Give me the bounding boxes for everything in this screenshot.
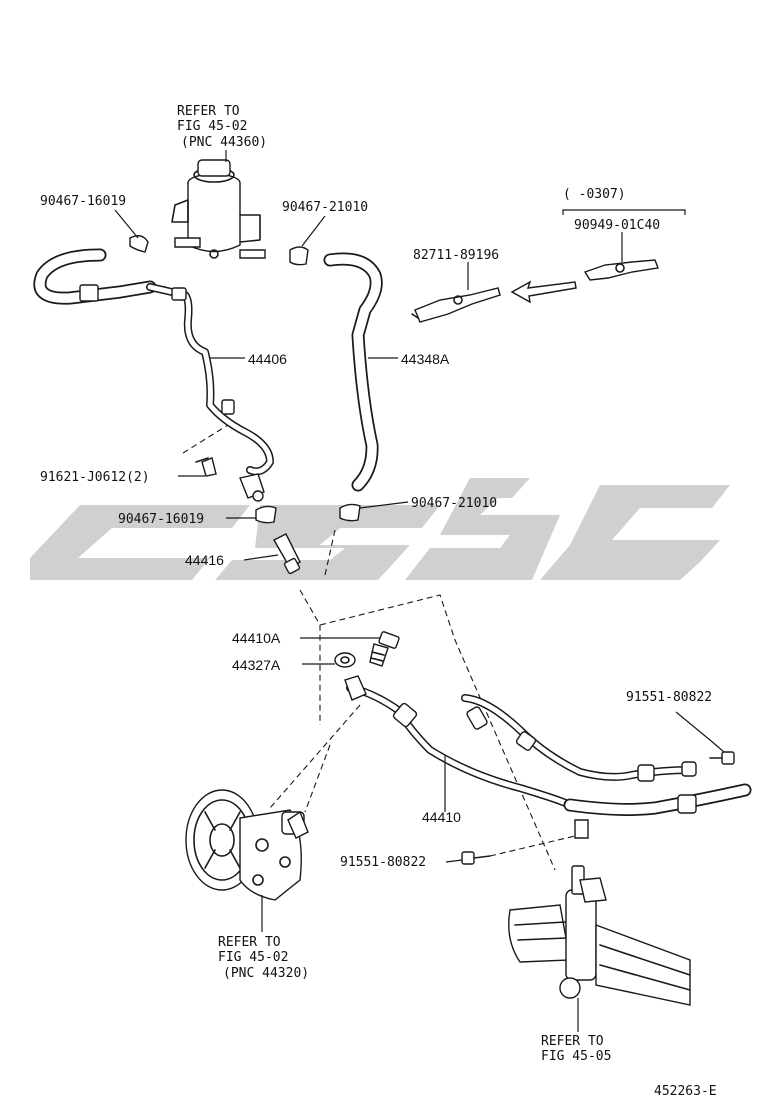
- watermark-logo: [30, 478, 730, 580]
- return-hose: [33, 248, 157, 305]
- steering-gear: [508, 865, 691, 1006]
- part-number-label: 91621-J0612(2): [40, 470, 150, 485]
- bolt-icon: [709, 751, 735, 765]
- clamp-icon: [129, 235, 149, 253]
- refer-gear-line2: FIG 45-05: [541, 1049, 611, 1064]
- refer-reservoir-line3: (PNC 44360): [181, 135, 267, 150]
- part-range-label: ( -0307): [563, 187, 626, 202]
- bolt-icon: [461, 851, 491, 865]
- direction-arrow-icon: [510, 280, 577, 304]
- figure-id: 452263-E: [654, 1084, 717, 1099]
- clamp-icon: [339, 503, 361, 522]
- refer-gear-line1: REFER TO: [541, 1034, 604, 1049]
- part-number-label: 44327A: [232, 657, 281, 673]
- bracket-clip-icon: [411, 287, 501, 323]
- part-number-label: 90949-01C40: [574, 218, 660, 233]
- part-number-label: 90467-21010: [411, 496, 497, 511]
- part-number-label: 44406: [248, 351, 287, 367]
- refer-pump-line3: (PNC 44320): [223, 966, 309, 981]
- union-bolt: [369, 631, 400, 667]
- part-number-label: 90467-16019: [118, 512, 204, 527]
- part-number-label: 82711-89196: [413, 248, 499, 263]
- part-number-label: 44348A: [401, 351, 450, 367]
- refer-pump-line1: REFER TO: [218, 935, 281, 950]
- refer-reservoir-line1: REFER TO: [177, 104, 240, 119]
- part-number-label: 44410: [422, 809, 461, 825]
- gasket-icon: [334, 652, 356, 668]
- part-number-label: 90467-16019: [40, 194, 126, 209]
- pressure-hose-44410: [344, 675, 752, 839]
- clamp-icon: [255, 505, 277, 524]
- bolt-icon: [195, 457, 217, 477]
- suction-hose-44348A: [323, 252, 383, 492]
- reservoir: [171, 159, 266, 259]
- power-steering-pump: [185, 789, 309, 901]
- part-number-label: 44416: [185, 552, 224, 568]
- part-number-label: 90467-21010: [282, 200, 368, 215]
- refer-pump-line2: FIG 45-02: [218, 950, 288, 965]
- bracket-clip-icon: [583, 259, 659, 281]
- union-fitting: [273, 533, 301, 575]
- return-tube-44406: [146, 283, 274, 502]
- clamp-icon: [289, 246, 309, 266]
- refer-reservoir-line2: FIG 45-02: [177, 119, 247, 134]
- part-number-label: 44410A: [232, 630, 281, 646]
- part-number-label: 91551-80822: [340, 855, 426, 870]
- part-number-label: 91551-80822: [626, 690, 712, 705]
